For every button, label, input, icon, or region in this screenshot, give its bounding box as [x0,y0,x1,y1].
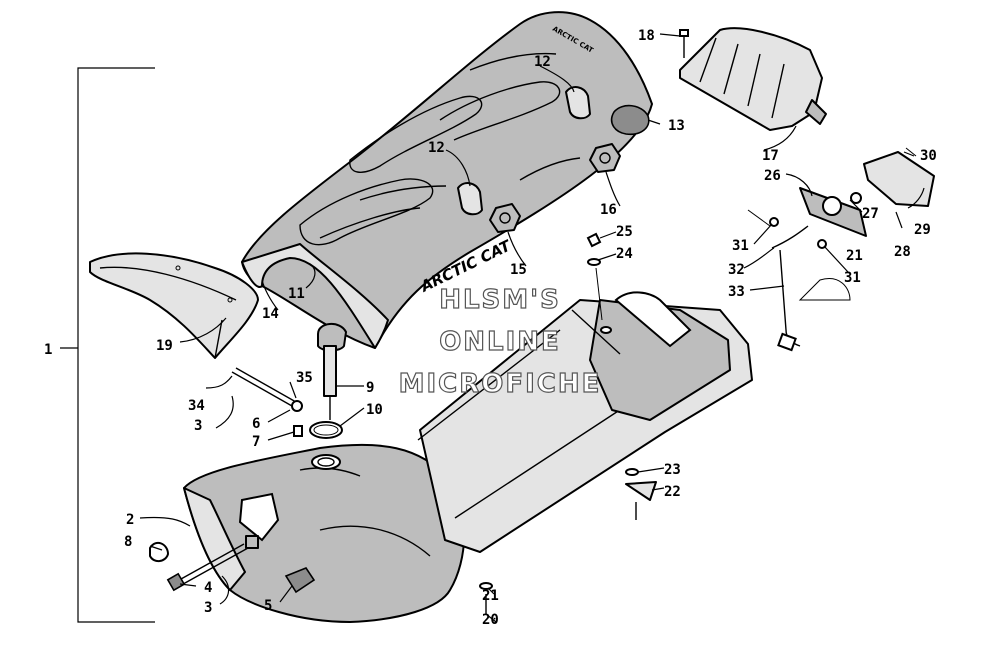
leader-lines [139,33,925,623]
screw-18 [679,29,689,58]
callout-2: 2 [126,512,134,528]
callout-23: 23 [664,462,681,478]
fastener-20-21 [479,582,493,614]
gas-cap-gauge [317,323,347,420]
callout-1: 1 [44,342,52,358]
assembly-bracket [60,67,155,623]
callout-15: 15 [510,262,527,278]
callout-22: 22 [664,484,681,500]
callout-8: 8 [124,534,132,550]
callout-10: 10 [366,402,383,418]
callout-26: 26 [764,168,781,184]
watermark-line-1: HLSM'S [439,285,561,315]
callout-12-rear: 12 [428,140,445,156]
callout-16: 16 [600,202,617,218]
callout-34: 34 [188,398,205,414]
seat-plate [679,27,827,131]
drain-cap [284,567,316,594]
callout-13: 13 [668,118,685,134]
callout-3-lower: 3 [204,600,212,616]
handhold-rear [457,182,483,216]
taillight-assembly [747,147,935,352]
callout-28: 28 [894,244,911,260]
knob-16 [589,143,621,173]
callout-21-bottom: 21 [482,588,499,604]
callout-31-left: 31 [732,238,749,254]
watermark: HLSM'S ONLINE MICROFICHE [398,284,602,399]
fastener-22-23 [625,468,657,520]
callout-27: 27 [862,206,879,222]
callout-20: 20 [482,612,499,628]
handhold-front [565,86,591,120]
vent-hose [231,367,303,437]
watermark-line-2: ONLINE [439,327,561,357]
seat-base-tray [417,291,753,553]
callout-17: 17 [762,148,779,164]
callout-25: 25 [616,224,633,240]
callout-11: 11 [288,286,305,302]
callout-14: 14 [262,306,279,322]
o-ring [309,421,343,439]
callout-3-upper: 3 [194,418,202,434]
callout-32: 32 [728,262,745,278]
fastener-24-25 [586,232,603,321]
callout-7: 7 [252,434,260,450]
callout-labels: 1 2 3 3 4 5 6 7 8 9 10 11 12 12 13 14 15… [44,28,937,628]
fuel-tank [183,443,466,623]
callout-31-right: 31 [844,270,861,286]
callout-24: 24 [616,246,633,262]
callout-4: 4 [204,580,212,596]
callout-6: 6 [252,416,260,432]
knob-15 [489,203,521,233]
callout-21-taillight: 21 [846,248,863,264]
callout-30: 30 [920,148,937,164]
callout-35: 35 [296,370,313,386]
callout-29: 29 [914,222,931,238]
callout-9: 9 [366,380,374,396]
callout-18: 18 [638,28,655,44]
watermark-line-3: MICROFICHE [399,369,602,399]
callout-12-front: 12 [534,54,551,70]
rear-guard [89,252,259,359]
seat-pad [610,104,650,136]
callout-19: 19 [156,338,173,354]
callout-33: 33 [728,284,745,300]
callout-5: 5 [264,598,272,614]
